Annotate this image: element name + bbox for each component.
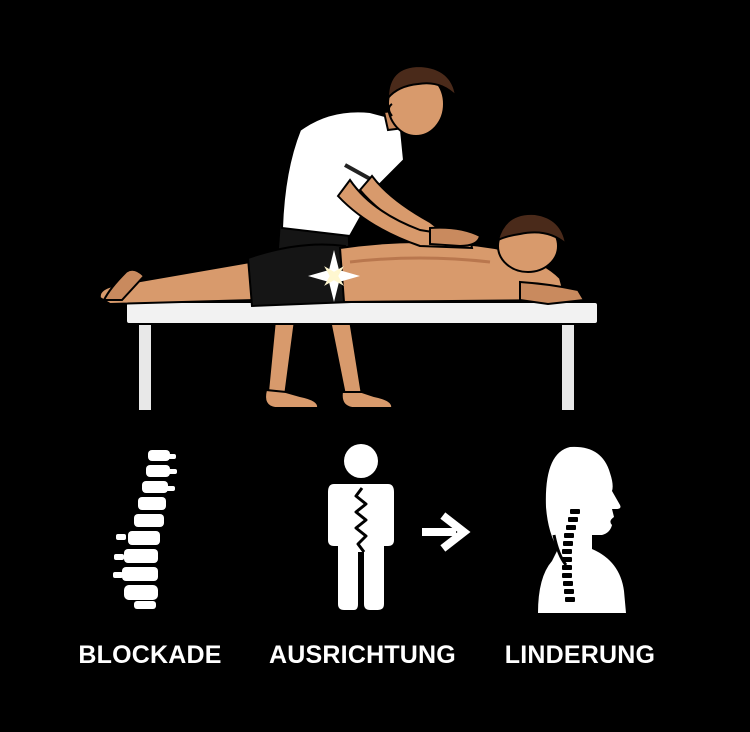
massage-scene-illustration: [98, 64, 599, 410]
therapist-sleeve-trim: [344, 163, 373, 182]
table-top: [125, 301, 599, 325]
person-zigzag-spine-icon: [328, 444, 394, 610]
spine-segments: [562, 509, 580, 602]
therapist-ear: [388, 103, 393, 117]
patient-hair: [496, 212, 568, 247]
patient-foot: [102, 268, 146, 301]
pain-spark-icon: [308, 250, 360, 302]
arrow-right-icon: [422, 512, 471, 552]
therapist-hands: [429, 226, 482, 248]
caption-relief: LINDERUNG: [504, 641, 656, 669]
caption-blockade: BLOCKADE: [78, 641, 222, 669]
therapist-hair: [386, 64, 458, 101]
therapist-foot-left: [264, 388, 320, 409]
spine-icon: [113, 450, 177, 609]
patient-arm: [519, 280, 586, 306]
table-leg-right: [562, 318, 574, 410]
caption-alignment: AUSRICHTUNG: [269, 641, 456, 669]
therapist-foot-right: [340, 391, 394, 409]
zigzag-spine: [354, 487, 368, 553]
patient-back-shading: [349, 256, 491, 264]
table-leg-left: [139, 318, 151, 410]
head-profile-spine-icon: [538, 446, 626, 613]
